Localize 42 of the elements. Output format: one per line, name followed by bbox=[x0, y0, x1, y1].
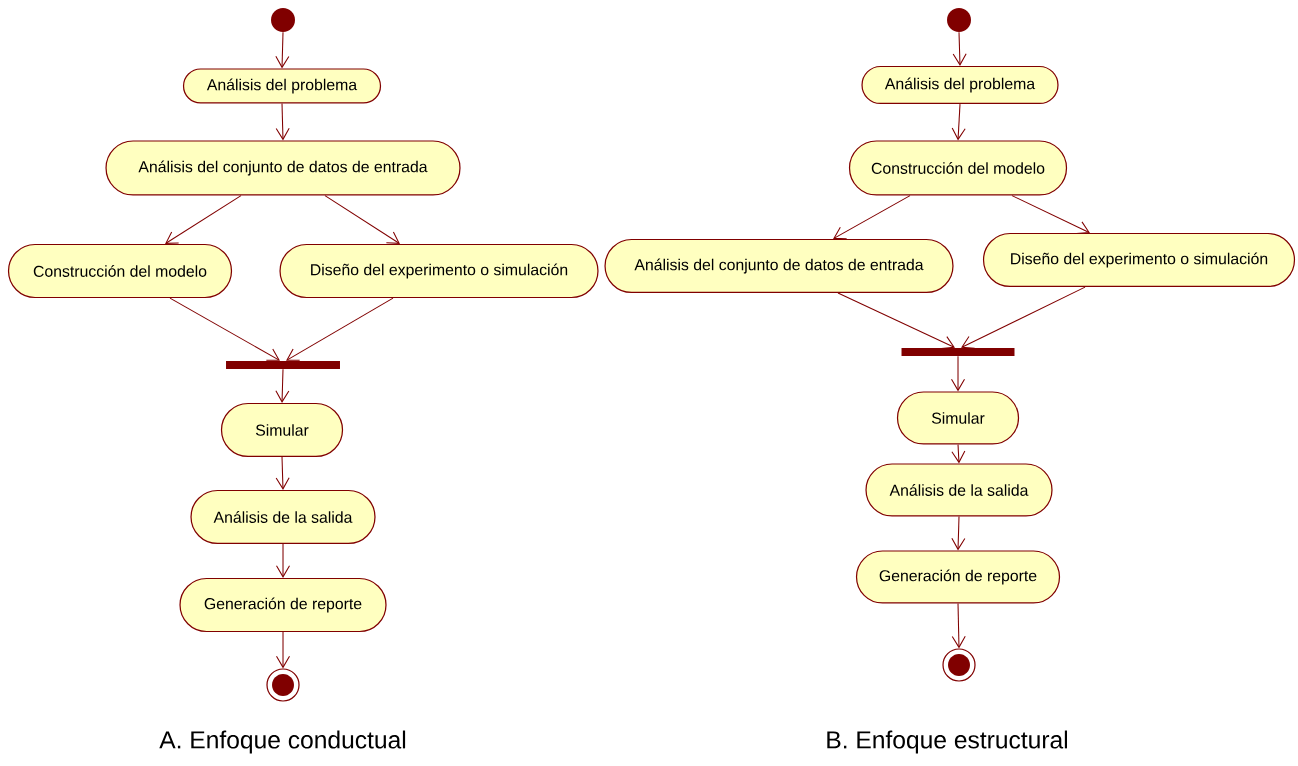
arrow bbox=[276, 631, 291, 669]
arrow bbox=[951, 603, 966, 649]
activity-box: Análisis del conjunto de datos de entrada bbox=[604, 238, 954, 294]
caption: B. Enfoque estructural bbox=[827, 730, 1068, 754]
arrow bbox=[951, 355, 966, 392]
arrow bbox=[275, 368, 290, 403]
arrow bbox=[276, 543, 291, 578]
arrow bbox=[961, 286, 1086, 349]
activity-box: Generación de reporte bbox=[855, 550, 1061, 604]
activity-box: Análisis de la salida bbox=[190, 489, 376, 545]
arrow bbox=[952, 31, 967, 66]
end-node bbox=[942, 648, 976, 682]
activity-box: Simular bbox=[896, 391, 1020, 445]
arrow bbox=[833, 195, 911, 240]
activity-box: Generación de reporte bbox=[179, 577, 387, 633]
arrow bbox=[951, 444, 966, 464]
arrow bbox=[324, 195, 400, 244]
activity-box: Análisis del problema bbox=[861, 65, 1059, 105]
caption: A. Enfoque conductual bbox=[159, 730, 406, 754]
arrow bbox=[951, 516, 966, 551]
arrow bbox=[1011, 195, 1090, 235]
activity-box: Construcción del modelo bbox=[7, 243, 233, 299]
arrow bbox=[951, 103, 966, 141]
activity-box: Análisis del conjunto de datos de entrada bbox=[105, 140, 461, 196]
arrow bbox=[286, 297, 394, 361]
join-bar bbox=[226, 361, 340, 369]
arrow bbox=[169, 297, 280, 361]
activity-box: Análisis del problema bbox=[182, 68, 382, 104]
arrow bbox=[837, 292, 955, 349]
start-node bbox=[947, 8, 971, 32]
arrow bbox=[275, 103, 290, 141]
activity-box: Diseño del experimento o simulación bbox=[982, 232, 1296, 288]
activity-box: Simular bbox=[220, 402, 344, 458]
arrow bbox=[275, 31, 290, 69]
arrow bbox=[165, 195, 242, 244]
activity-box: Construcción del modelo bbox=[848, 140, 1068, 196]
end-node bbox=[266, 668, 300, 702]
start-node bbox=[271, 8, 295, 32]
join-bar bbox=[901, 348, 1015, 356]
arrow bbox=[275, 456, 290, 490]
activity-box: Diseño del experimento o simulación bbox=[279, 243, 599, 299]
activity-box: Análisis de la salida bbox=[865, 463, 1053, 517]
